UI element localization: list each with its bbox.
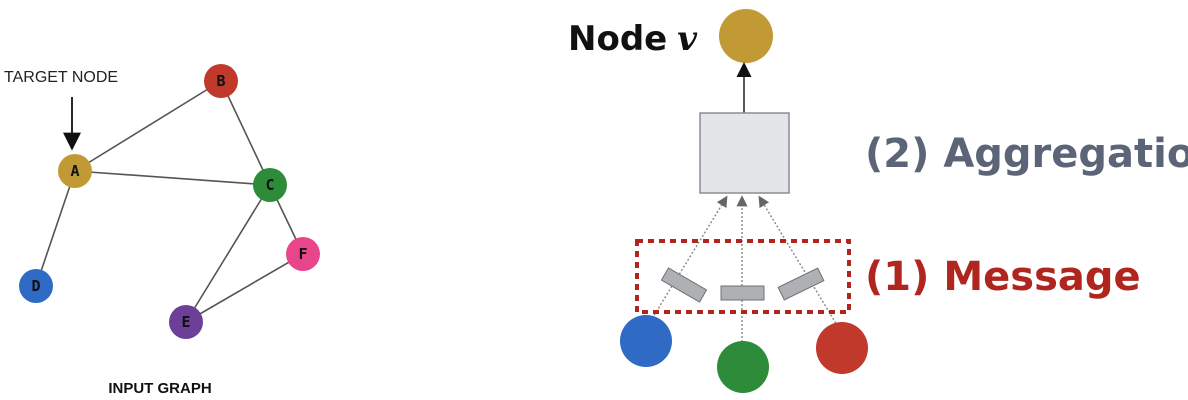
- message-transform-left: [660, 267, 708, 303]
- node-f-circle: [286, 237, 320, 271]
- edge-a-c: [74, 170, 271, 186]
- message-box: [635, 239, 851, 314]
- node-c-label: C: [265, 176, 274, 194]
- graph-node-b: B: [204, 64, 238, 98]
- output-node: [719, 9, 773, 63]
- message-label: (1) Message: [865, 254, 1141, 300]
- message-arrows: [649, 195, 841, 350]
- input-node-green: [717, 341, 769, 393]
- input-graph-caption: INPUT GRAPH: [108, 380, 211, 397]
- graph-node-a: A: [58, 154, 92, 188]
- aggregation-label: (2) Aggregation: [865, 131, 1188, 177]
- node-d-label: D: [31, 277, 40, 295]
- graph-node-f: F: [286, 237, 320, 271]
- graph-edges: [35, 80, 304, 323]
- node-a-label: A: [70, 162, 79, 180]
- input-node-red: [816, 322, 868, 374]
- input-graph: TARGET NODE A B C D: [4, 64, 320, 397]
- edge-a-d: [35, 170, 76, 287]
- edge-a-b: [74, 80, 222, 172]
- node-e-circle: [169, 305, 203, 339]
- graph-node-c: C: [253, 168, 287, 202]
- edge-b-c: [220, 80, 271, 186]
- target-node-label: TARGET NODE: [4, 69, 118, 86]
- node-b-label: B: [216, 72, 225, 90]
- edge-c-e: [185, 184, 271, 323]
- node-f-label: F: [298, 245, 307, 263]
- node-title-prefix: Node: [568, 19, 667, 59]
- message-arrow-right: [758, 195, 841, 331]
- graph-node-d: D: [19, 269, 53, 303]
- graph-node-e: E: [169, 305, 203, 339]
- node-d-circle: [19, 269, 53, 303]
- node-title-variable: v: [677, 19, 698, 59]
- message-arrow-left: [649, 195, 728, 323]
- message-transform-right: [777, 267, 825, 301]
- edge-e-f: [185, 253, 304, 323]
- node-a-circle: [58, 154, 92, 188]
- aggregation-box: [699, 112, 790, 194]
- message-transform-middle: [720, 285, 765, 301]
- node-b-circle: [204, 64, 238, 98]
- node-c-circle: [253, 168, 287, 202]
- node-e-label: E: [181, 313, 190, 331]
- input-node-blue: [620, 315, 672, 367]
